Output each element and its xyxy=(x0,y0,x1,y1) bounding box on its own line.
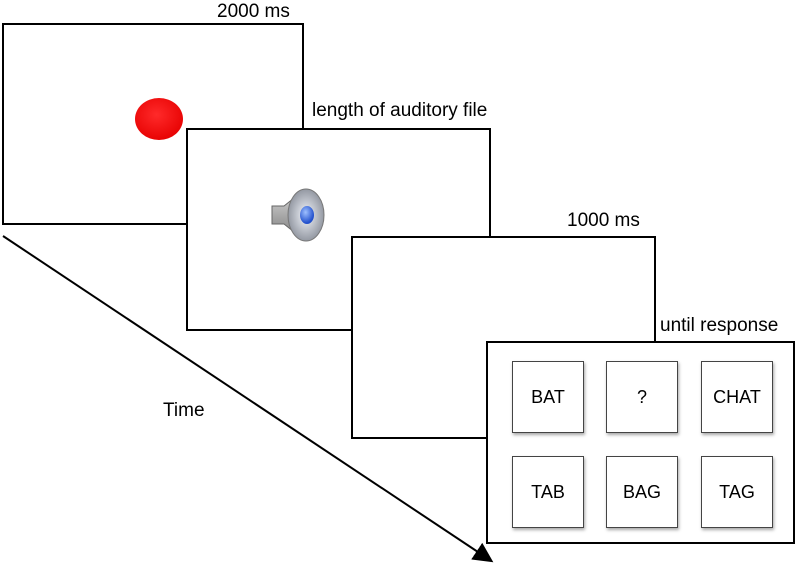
fixation-duration: 2000 ms xyxy=(217,1,290,22)
response-option-question[interactable]: ? xyxy=(606,361,678,433)
response-option-bag[interactable]: BAG xyxy=(606,456,678,528)
response-option-tab[interactable]: TAB xyxy=(512,456,584,528)
response-screen: BAT ? CHAT TAB BAG TAG xyxy=(486,341,795,544)
response-option-bat[interactable]: BAT xyxy=(512,361,584,433)
response-option-tag[interactable]: TAG xyxy=(701,456,773,528)
blank-duration: 1000 ms xyxy=(567,210,640,231)
response-duration: until response xyxy=(660,315,779,336)
audio-duration: length of auditory file xyxy=(312,100,488,121)
time-label: Time xyxy=(163,400,205,421)
red-dot-icon xyxy=(135,98,183,140)
speaker-icon xyxy=(271,188,325,242)
response-option-chat[interactable]: CHAT xyxy=(701,361,773,433)
